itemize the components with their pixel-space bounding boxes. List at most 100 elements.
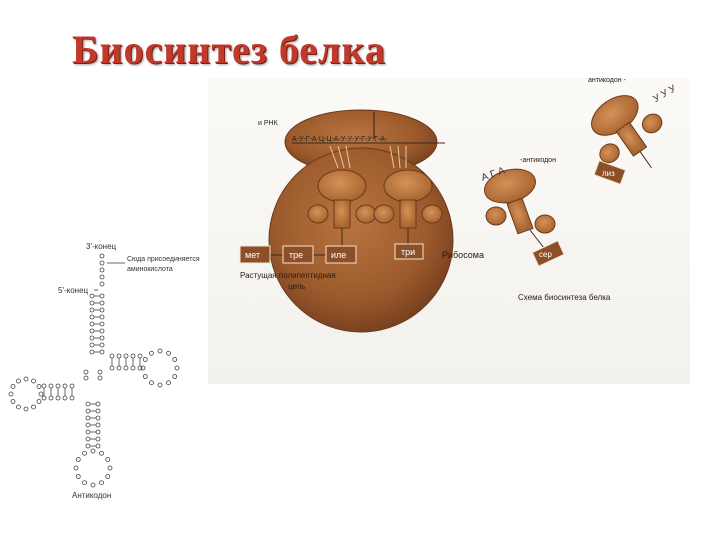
anticodon-label-mid: -антикодон [520,157,556,164]
nucleotide [89,335,95,341]
nucleotide [41,395,47,401]
nucleotide [48,383,54,389]
nucleotide [36,384,42,389]
nucleotide [16,378,21,384]
nucleotide [157,382,163,388]
nucleotide [99,480,104,486]
nucleotide [99,300,105,306]
nucleotide [85,429,91,435]
amino-acid-tre: тре [282,245,314,264]
amino-acid-ser-label: сер [539,250,552,259]
nucleotide [99,321,105,327]
nucleotide [123,353,129,359]
nucleotide [95,443,101,449]
nucleotide [130,353,136,359]
trna-free-top [591,95,663,169]
nucleotide [99,342,105,348]
nucleotide [142,374,148,379]
nucleotide [8,391,14,397]
nucleotide [99,260,105,266]
amino-acid-tri-label: три [401,247,415,257]
nucleotide [85,401,91,407]
nucleotide [123,365,129,371]
nucleotide [130,365,136,371]
nucleotide [99,328,105,334]
nucleotide [31,404,36,410]
ribosome-label: Рибосома [442,250,484,260]
nucleotide [166,350,171,356]
attach-label-line2: аминокислота [127,266,173,273]
nucleotide [10,384,16,389]
nucleotide [89,293,95,299]
attach-label-line1: Сюда присоединяется [127,256,200,263]
amino-acid-tri: три [394,243,424,260]
nucleotide [99,307,105,313]
nucleotide [85,422,91,428]
nucleotide [89,321,95,327]
nucleotide [95,422,101,428]
nucleotide [75,474,81,479]
mrna-sequence: А-У-Г-А-Ц-Ц-А-У-У-У-Г-У-Г-А- [292,136,388,143]
nucleotide [149,380,154,386]
trna-nucleotides [8,253,180,488]
nucleotide [149,350,154,356]
nucleotide [99,267,105,273]
nucleotide [95,436,101,442]
trna-in-ribosome-right [373,169,443,229]
nucleotide [109,353,115,359]
nucleotide [174,365,180,371]
nucleotide [140,365,146,371]
nucleotide [157,348,163,354]
nucleotide [36,399,42,404]
amino-acid-lys-label: лиз [602,169,615,178]
amino-acid-ser: сер [531,240,565,267]
nucleotide [90,482,96,488]
diagram-caption: Схема биосинтеза белка [518,293,611,302]
nucleotide [85,436,91,442]
nucleotide [99,450,104,456]
chain-label-line2: цепь [288,282,305,291]
nucleotide [62,383,68,389]
chain-label-line1: Растущая полипептидная [240,271,336,280]
nucleotide [95,429,101,435]
anticodon-label-top: антикодон - [588,77,627,84]
nucleotide [85,408,91,414]
nucleotide [116,365,122,371]
amino-acid-met-label: мет [245,250,260,260]
amino-acid-tre-label: тре [289,250,303,260]
nucleotide [142,357,148,362]
nucleotide [10,399,16,404]
nucleotide [172,374,178,379]
nucleotide [69,383,75,389]
nucleotide [99,349,105,355]
nucleotide [83,375,89,381]
nucleotide [99,281,105,287]
nucleotide [107,465,113,471]
nucleotide [89,307,95,313]
nucleotide [55,383,61,389]
amino-acid-lys: лиз [593,159,627,185]
nucleotide [89,300,95,306]
slide-title: Биосинтез белка [72,27,386,72]
nucleotide [89,342,95,348]
nucleotide [85,443,91,449]
nucleotide [82,480,87,486]
nucleotide [99,314,105,320]
nucleotide [62,395,68,401]
nucleotide [31,378,36,384]
nucleotide [85,415,91,421]
mrna-label: и РНК [258,120,279,127]
nucleotide [82,450,87,456]
nucleotide [83,369,89,375]
nucleotide [95,408,101,414]
trna-free-middle-stem [529,229,545,249]
nucleotide [166,380,171,386]
nucleotide [95,401,101,407]
five-prime-label: 5'-конец [58,286,89,295]
nucleotide [89,314,95,320]
nucleotide [75,457,81,462]
nucleotide [41,383,47,389]
nucleotide [105,457,111,462]
amino-acid-met: мет [239,245,271,264]
